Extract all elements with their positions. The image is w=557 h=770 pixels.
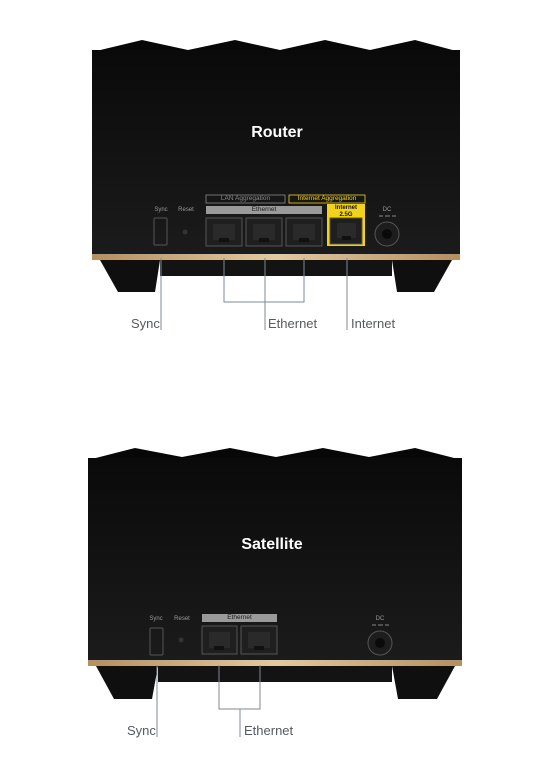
satellite-illustration <box>88 448 462 737</box>
router-ethernet-port-1 <box>205 217 243 247</box>
router-callout-ethernet: Ethernet <box>268 316 318 331</box>
router-callout-lines <box>160 258 348 330</box>
satellite-ethernet-port-1 <box>201 625 238 655</box>
router-foot-right <box>392 260 452 292</box>
router-ethernet-port-2 <box>245 217 283 247</box>
router-base <box>160 260 392 276</box>
satellite-top-ridges <box>88 448 462 460</box>
router-callout-sync: Sync <box>131 316 160 331</box>
router-sync-button <box>153 217 168 246</box>
satellite-callout-lines <box>156 665 261 737</box>
router-internet-port <box>327 204 365 246</box>
router-reset-label: Reset <box>178 207 194 213</box>
router-dc-port <box>374 215 400 247</box>
router-ethernet-bar <box>206 206 322 214</box>
router-illustration <box>92 40 460 330</box>
satellite-diagram: Satellite Sync Reset Ethernet DC Sync Et… <box>0 385 557 770</box>
satellite-sync-label: Sync <box>149 616 163 622</box>
router-ethernet-port-3 <box>285 217 323 247</box>
satellite-ethernet-bar-label: Ethernet <box>227 614 252 621</box>
router-ethernet-bar-label: Ethernet <box>251 206 277 213</box>
satellite-foot-left <box>96 666 158 699</box>
satellite-ethernet-bar <box>202 614 277 622</box>
router-dc-label: DC <box>382 207 392 213</box>
router-sync-label: Sync <box>154 207 168 213</box>
satellite-reset-hole <box>178 637 184 643</box>
satellite-dc-port <box>367 624 393 656</box>
router-trim <box>92 254 460 260</box>
router-reset-hole <box>182 229 188 235</box>
router-title: Router <box>251 124 303 141</box>
satellite-base <box>158 666 392 682</box>
satellite-trim <box>88 660 462 666</box>
satellite-foot-right <box>392 666 455 699</box>
router-internet-port-speed: 2.5G <box>339 212 353 218</box>
satellite-reset-label: Reset <box>174 616 190 622</box>
router-diagram: Router Sync Reset LAN Aggregation Intern… <box>92 40 460 331</box>
router-internet-port-label: Internet <box>334 205 357 211</box>
satellite-ethernet-port-2 <box>240 625 278 655</box>
router-foot-left <box>100 260 160 292</box>
satellite-sync-button <box>149 627 164 656</box>
satellite-callout-sync: Sync <box>127 723 156 738</box>
satellite-dc-label: DC <box>375 616 385 622</box>
router-lan-aggregation-label: LAN Aggregation <box>220 195 271 202</box>
satellite-callout-ethernet: Ethernet <box>244 723 294 738</box>
satellite-title: Satellite <box>241 536 303 553</box>
router-callout-internet: Internet <box>351 316 396 331</box>
router-internet-aggregation-label: Internet Aggregation <box>297 195 357 202</box>
